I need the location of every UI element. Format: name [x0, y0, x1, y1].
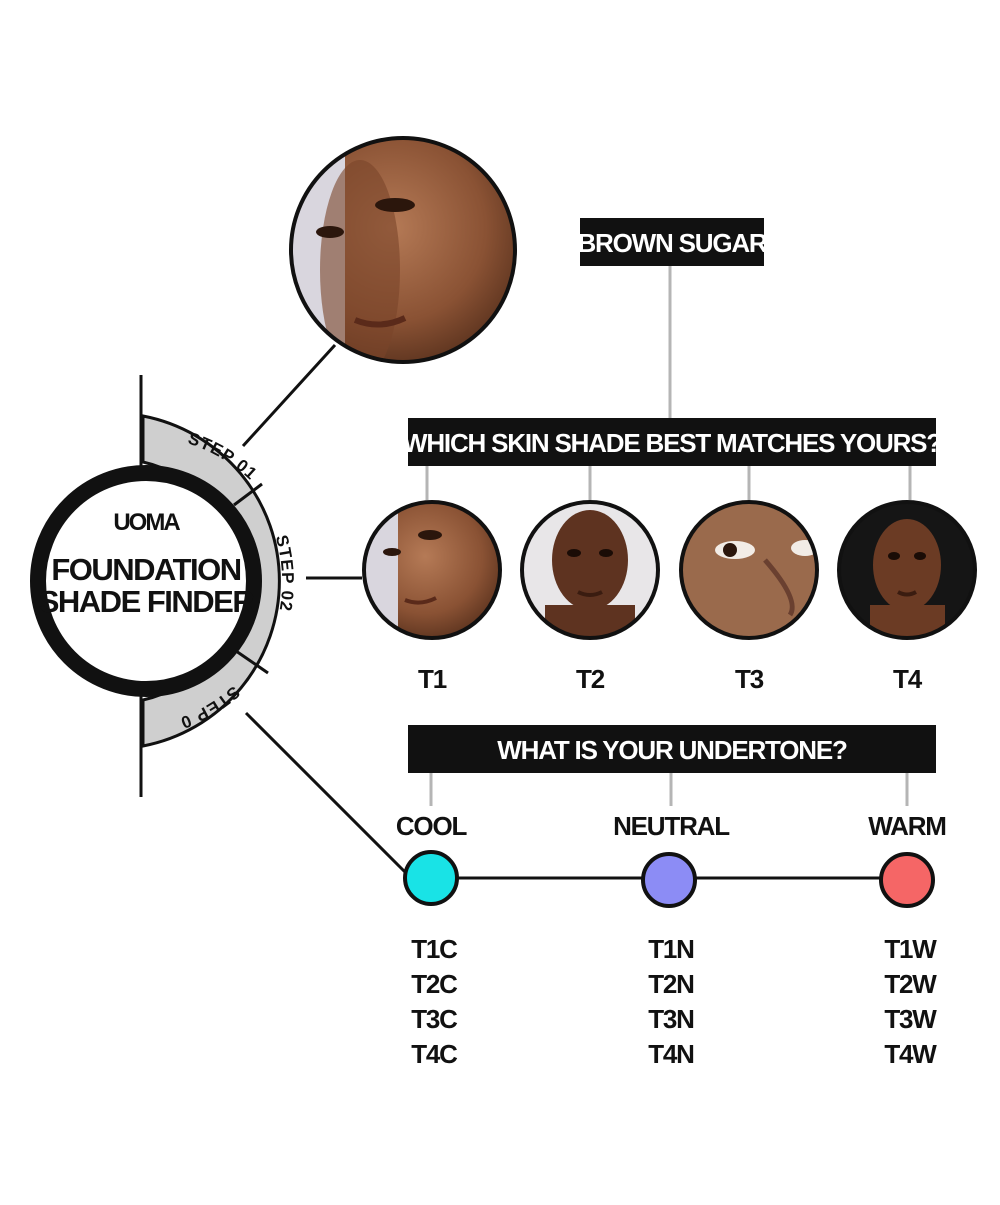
shade-label-t2: T2 — [576, 664, 605, 694]
step-ring-divider-2 — [235, 649, 269, 675]
code-neutral-4: T4N — [648, 1039, 694, 1069]
code-warm-3: T3W — [884, 1004, 937, 1034]
code-cool-1: T1C — [411, 934, 458, 964]
undertone-dot-neutral[interactable] — [641, 852, 697, 908]
connector-step01 — [241, 343, 337, 448]
shade-label-t3: T3 — [735, 664, 764, 694]
shade-question-bar — [408, 418, 936, 466]
code-neutral-3: T3N — [648, 1004, 694, 1034]
undertone-dot-warm[interactable] — [879, 852, 935, 908]
shade-label-t4: T4 — [893, 664, 923, 694]
hub-title-line2: SHADE FINDER — [39, 584, 255, 619]
code-cool-3: T3C — [411, 1004, 458, 1034]
shade-photo-t4[interactable] — [837, 500, 977, 645]
code-warm-1: T1W — [884, 934, 937, 964]
undertone-question-bar — [408, 725, 936, 773]
hub-circle — [30, 465, 262, 697]
step-ring-divider-1 — [233, 482, 263, 507]
result-box — [580, 218, 764, 266]
shade-photo-t2[interactable] — [520, 500, 660, 645]
undertone-dot-cool[interactable] — [403, 850, 459, 906]
shade-question-text: WHICH SKIN SHADE BEST MATCHES YOURS? — [403, 428, 941, 458]
code-neutral-2: T2N — [648, 969, 694, 999]
connector-step03 — [244, 711, 407, 874]
result-shade-name: BROWN SUGAR — [577, 228, 767, 258]
code-warm-2: T2W — [884, 969, 937, 999]
hub-title-line1: FOUNDATION — [51, 552, 240, 587]
code-cool-2: T2C — [411, 969, 458, 999]
undertone-question-text: WHAT IS YOUR UNDERTONE? — [497, 735, 847, 765]
code-neutral-1: T1N — [648, 934, 694, 964]
undertone-label-cool: COOL — [396, 811, 468, 841]
undertone-label-warm: WARM — [868, 811, 946, 841]
result-photo — [289, 136, 517, 364]
code-warm-4: T4W — [884, 1039, 937, 1069]
hub-logo: UOMA — [113, 509, 180, 536]
shade-label-t1: T1 — [418, 664, 447, 694]
code-cool-4: T4C — [411, 1039, 458, 1069]
shade-photo-t1[interactable] — [362, 500, 502, 640]
shade-photo-t3[interactable] — [679, 500, 819, 640]
undertone-label-neutral: NEUTRAL — [613, 811, 730, 841]
